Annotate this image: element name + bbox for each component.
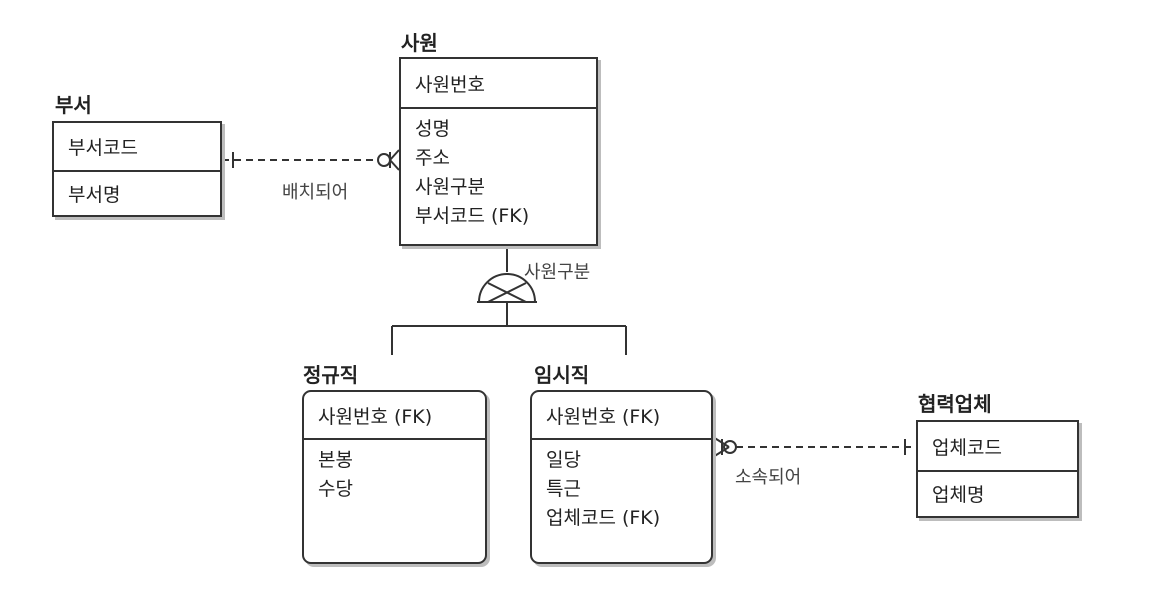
subtype-discriminator-symbol (391, 247, 627, 355)
jeonggyujik-attribute: 본봉 (318, 449, 353, 471)
imsijik-entity[interactable]: 사원번호 (FK) 일당 특근 업체코드 (FK) (530, 390, 713, 564)
sawon-entity-title: 사원 (401, 31, 438, 55)
imsijik-attribute: 업체코드 (FK) (546, 507, 661, 529)
sawon-entity[interactable]: 사원번호 성명 주소 사원구분 부서코드 (FK) (399, 57, 598, 246)
hyeomnyeok-entity[interactable]: 업체코드 업체명 (916, 420, 1079, 518)
sawon-attributes: 성명 주소 사원구분 부서코드 (FK) (401, 109, 596, 237)
sosok-relationship-line (712, 436, 916, 458)
baechi-relationship-line (222, 149, 400, 171)
imsijik-attributes: 일당 특근 업체코드 (FK) (532, 440, 711, 539)
hyeomnyeok-key-field: 업체코드 (918, 422, 1077, 472)
sawon-attribute: 사원구분 (415, 176, 485, 198)
jeonggyujik-attributes: 본봉 수당 (304, 440, 485, 510)
buseo-attribute: 부서명 (68, 184, 121, 206)
imsijik-attribute: 특근 (546, 478, 581, 500)
jeonggyujik-entity-title: 정규직 (303, 363, 359, 387)
imsijik-key-field: 사원번호 (FK) (532, 392, 711, 440)
baechi-relationship-label: 배치되어 (282, 182, 349, 203)
hyeomnyeok-attributes: 업체명 (918, 472, 1077, 516)
buseo-entity-title: 부서 (55, 93, 92, 117)
buseo-entity[interactable]: 부서코드 부서명 (52, 121, 222, 217)
jeonggyujik-key-field: 사원번호 (FK) (304, 392, 485, 440)
imsijik-entity-title: 임시직 (534, 363, 590, 387)
sosok-relationship-label: 소속되어 (735, 467, 802, 488)
jeonggyujik-attribute: 수당 (318, 478, 353, 500)
buseo-attributes: 부서명 (54, 172, 220, 216)
imsijik-attribute: 일당 (546, 449, 581, 471)
buseo-key-field: 부서코드 (54, 123, 220, 172)
sawon-key-field: 사원번호 (401, 59, 596, 109)
jeonggyujik-entity[interactable]: 사원번호 (FK) 본봉 수당 (302, 390, 487, 564)
sawon-attribute: 주소 (415, 147, 450, 169)
subtype-discriminator-label: 사원구분 (524, 262, 591, 283)
hyeomnyeok-attribute: 업체명 (932, 484, 985, 506)
hyeomnyeok-entity-title: 협력업체 (918, 392, 992, 416)
sawon-attribute: 부서코드 (FK) (415, 205, 530, 227)
sawon-attribute: 성명 (415, 118, 450, 140)
